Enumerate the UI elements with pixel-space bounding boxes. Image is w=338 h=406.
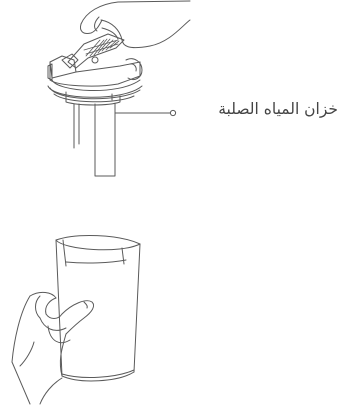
tank-cap <box>48 34 142 102</box>
hand-bottom <box>12 292 94 404</box>
tank-pipe <box>66 96 120 176</box>
callout-leader <box>115 110 176 115</box>
hand-top <box>80 1 190 48</box>
callout-label: خزان المياه الصلبة <box>192 96 338 122</box>
